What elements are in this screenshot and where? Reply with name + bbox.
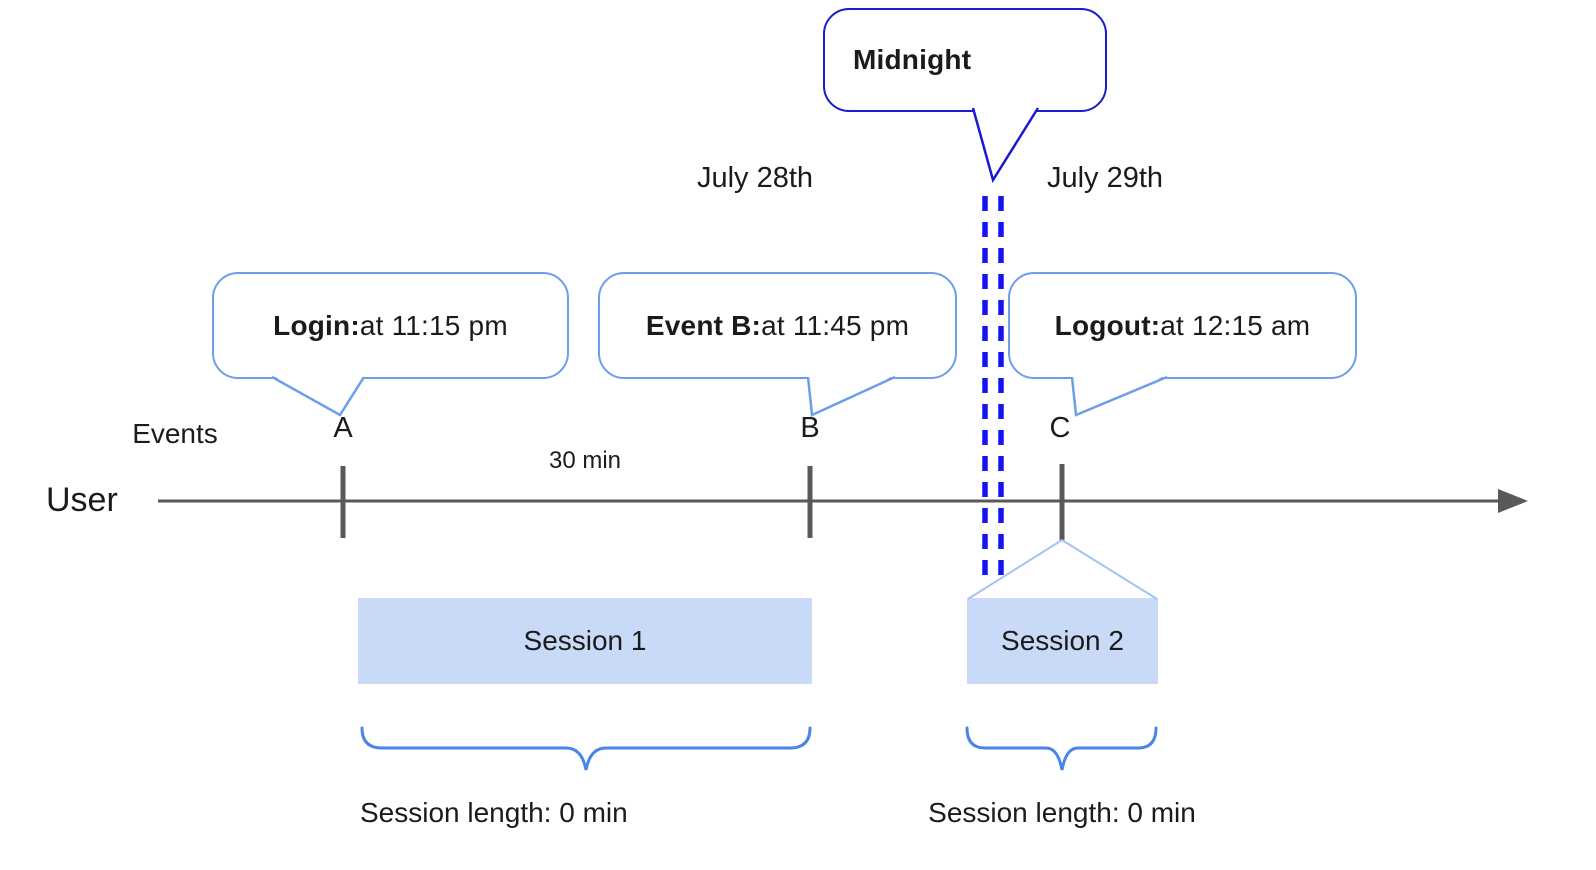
logout-callout-title: Logout: <box>1054 309 1161 341</box>
events-axis-label: Events <box>132 418 218 449</box>
session2-label: Session 2 <box>1001 625 1124 656</box>
eventb-callout-tail <box>808 375 895 415</box>
session2-funnel-right <box>1061 539 1158 600</box>
event-marker-b: B <box>800 412 820 444</box>
logout-callout-tail-edge <box>1070 375 1168 417</box>
date-label-july-28: July 28th <box>696 162 814 194</box>
midnight-label: Midnight <box>853 44 972 75</box>
session2-box: Session 2 <box>967 598 1158 684</box>
eventb-callout-title: Event B: <box>645 309 762 341</box>
interval-label-30min: 30 min <box>548 447 622 474</box>
logout-callout-tail <box>1072 375 1167 415</box>
eventb-callout-time: at 11:45 pm <box>761 309 910 341</box>
timeline-arrowhead-icon <box>1498 489 1528 513</box>
event-marker-c: C <box>1049 412 1071 444</box>
logout-callout-time: at 12:15 am <box>1160 309 1311 341</box>
session2-brace <box>965 726 1158 771</box>
logout-callout-bubble: Logout: at 12:15 am <box>1008 272 1357 379</box>
login-callout-bubble: Login: at 11:15 pm <box>212 272 569 379</box>
session2-length-label: Session length: 0 min <box>928 797 1196 828</box>
eventb-callout-tail-edge <box>806 375 896 417</box>
session1-label: Session 1 <box>523 625 647 656</box>
session1-length-label: Session length: 0 min <box>360 797 628 828</box>
session1-brace <box>360 726 812 771</box>
date-label-july-29: July 29th <box>1046 162 1164 194</box>
event-marker-a: A <box>333 412 353 444</box>
user-axis-label: User <box>46 481 118 519</box>
login-callout-title: Login: <box>273 309 360 341</box>
login-callout-tail-edge <box>271 375 366 417</box>
eventb-callout-bubble: Event B: at 11:45 pm <box>598 272 957 379</box>
midnight-callout-tail <box>973 106 1038 180</box>
session2-funnel-left <box>967 539 1063 600</box>
login-callout-tail <box>272 375 364 415</box>
midnight-callout-tail-edge <box>971 107 1040 184</box>
login-callout-time: at 11:15 pm <box>359 309 508 341</box>
midnight-callout-bubble: Midnight <box>823 8 1107 112</box>
session1-box: Session 1 <box>358 598 812 684</box>
